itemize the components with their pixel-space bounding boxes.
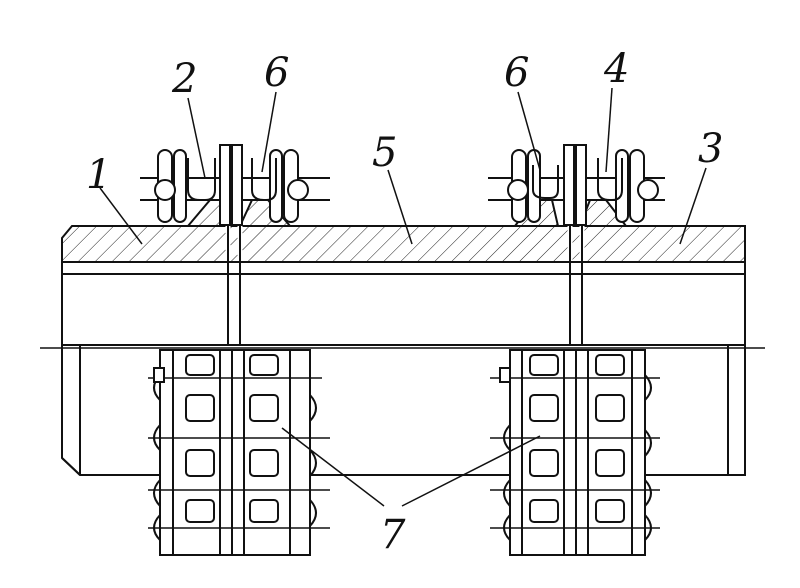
label-part-5: 5 (372, 130, 397, 176)
label-part-6-right: 6 (504, 50, 529, 96)
lower-left-chain (148, 349, 330, 556)
outside-view (61, 345, 746, 556)
shaft-bore (40, 226, 765, 349)
label-part-3: 3 (698, 126, 723, 172)
label-part-6-left: 6 (264, 50, 289, 96)
section-view (40, 144, 765, 349)
label-part-1: 1 (86, 152, 111, 198)
upper-left-chain (140, 144, 330, 226)
label-part-4: 4 (603, 46, 629, 92)
label-part-7: 7 (380, 512, 406, 558)
label-part-2: 2 (171, 56, 197, 102)
upper-right-chain (488, 144, 665, 226)
leader-lines (99, 87, 707, 507)
lower-right-chain (490, 349, 660, 556)
